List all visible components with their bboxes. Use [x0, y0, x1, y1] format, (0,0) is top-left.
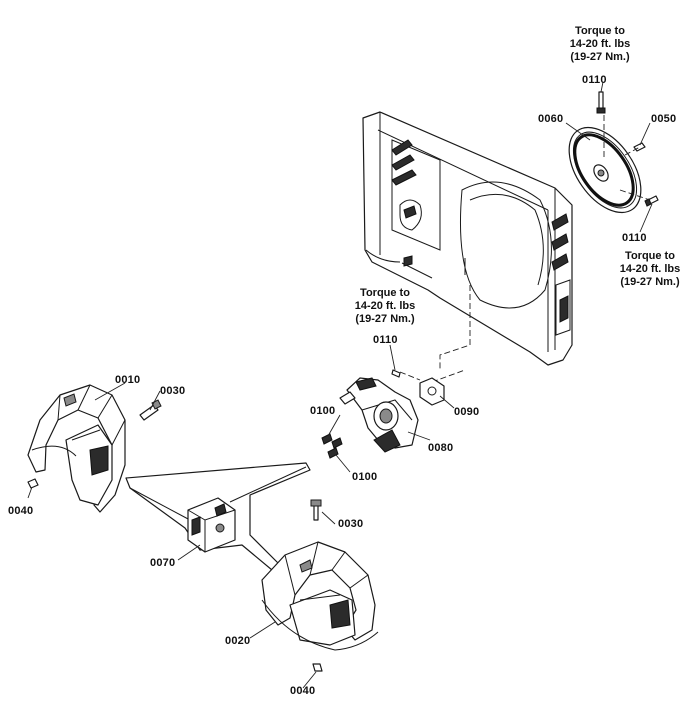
gearbox-housing — [339, 377, 419, 453]
torque-note-top-line3: (19-27 Nm.) — [570, 51, 630, 63]
torque-note-top: Torque to 14-20 ft. lbs (19-27 Nm.) — [555, 25, 645, 64]
torque-note-top-line2: 14-20 ft. lbs — [569, 38, 631, 50]
label-part-0070: 0070 — [150, 557, 176, 569]
auger-housing — [362, 111, 573, 366]
label-part-0080: 0080 — [428, 442, 454, 454]
torque-note-right-line2: 14-20 ft. lbs — [619, 263, 681, 275]
torque-note-right-line3: (19-27 Nm.) — [620, 276, 680, 288]
label-part-0040-bottom: 0040 — [290, 685, 316, 697]
label-part-0090: 0090 — [454, 406, 480, 418]
label-part-0100-top: 0100 — [310, 405, 336, 417]
shear-nut-bottom — [312, 663, 323, 672]
label-part-0060: 0060 — [538, 113, 564, 125]
auger-right — [261, 541, 379, 651]
leader-lines — [27, 81, 653, 689]
label-part-0010: 0010 — [115, 374, 141, 386]
label-part-0030-top: 0030 — [160, 385, 186, 397]
torque-note-middle: Torque to 14-20 ft. lbs (19-27 Nm.) — [340, 287, 430, 326]
label-part-0110-mid: 0110 — [373, 334, 398, 346]
gearbox-bolts — [321, 433, 343, 459]
torque-note-middle-line2: 14-20 ft. lbs — [354, 300, 416, 312]
label-part-0030-bottom: 0030 — [338, 518, 364, 530]
auger-shaft — [125, 462, 311, 576]
torque-note-middle-line1: Torque to — [360, 287, 410, 299]
gearbox-gasket — [419, 377, 445, 406]
pulley-bolt-top — [596, 91, 606, 114]
label-part-0110-top: 0110 — [582, 74, 607, 86]
gearbox-bolt — [391, 369, 401, 378]
torque-note-right-line1: Torque to — [625, 250, 675, 262]
label-part-0100-bottom: 0100 — [352, 471, 378, 483]
shear-nut-left — [27, 478, 39, 489]
auger-left — [27, 384, 126, 513]
label-part-0040-left: 0040 — [8, 505, 34, 517]
shear-bolt-bottom — [310, 499, 322, 521]
torque-note-top-line1: Torque to — [575, 25, 625, 37]
torque-note-right: Torque to 14-20 ft. lbs (19-27 Nm.) — [605, 250, 695, 289]
label-part-0050: 0050 — [651, 113, 677, 125]
torque-note-middle-line3: (19-27 Nm.) — [355, 313, 415, 325]
label-part-0020: 0020 — [225, 635, 251, 647]
label-part-0110-right: 0110 — [622, 232, 647, 244]
